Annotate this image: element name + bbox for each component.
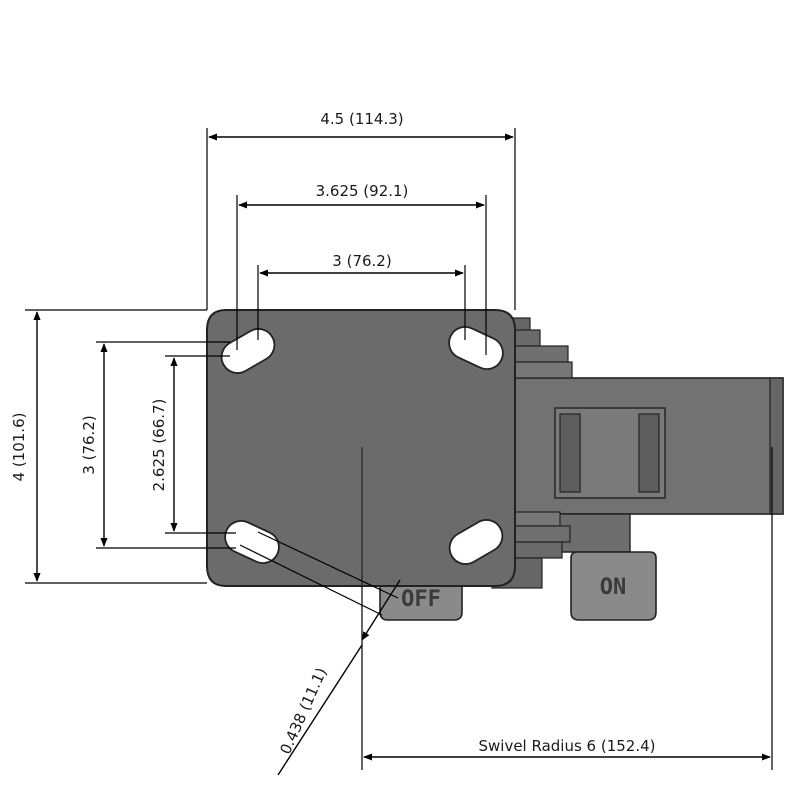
top-plate [206,309,516,587]
dim-slot-width: 0.438 (11.1) [276,665,330,757]
dim-plate-width: 4.5 (114.3) [320,110,403,128]
slot-pin-right [638,413,660,493]
dim-hole-vertical-inner: 2.625 (66.7) [150,399,168,492]
bolt-hole-top-left [220,328,276,374]
bolt-hole-bottom-left [224,520,280,564]
slot-pin-left [559,413,581,493]
dim-hole-span-outer: 3.625 (92.1) [316,182,409,200]
dim-plate-height: 4 (101.6) [10,413,28,482]
brake-lever-off: OFF [379,579,463,621]
swivel-arm-end [769,377,784,515]
on-label: ON [600,575,627,600]
off-label: OFF [401,587,441,612]
bolt-hole-bottom-right [448,519,504,565]
dimension-lines [25,128,773,776]
dim-hole-vertical-outer: 3 (76.2) [80,415,98,474]
bolt-hole-top-right [448,326,504,370]
caster-body [491,317,784,589]
brake-lever-on: ON [570,551,657,621]
dim-swivel-radius: Swivel Radius 6 (152.4) [478,737,655,755]
dim-hole-span-inner: 3 (76.2) [332,252,391,270]
